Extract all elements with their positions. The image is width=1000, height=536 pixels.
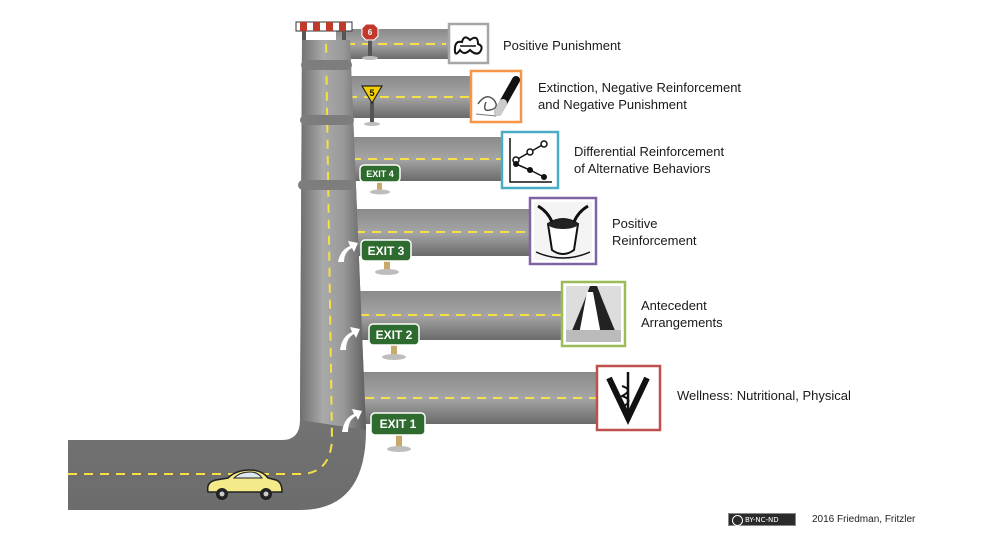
road-barrier [295, 21, 353, 40]
level-4-label: Differential Reinforcement of Alternativ… [574, 143, 724, 177]
label-line: Differential Reinforcement [574, 144, 725, 159]
level-5-label: Extinction, Negative Reinforcement and N… [538, 79, 741, 113]
label-line: Extinction, Negative Reinforcement [538, 80, 742, 95]
turn-arrows [338, 241, 362, 432]
label-line: Antecedent [641, 298, 707, 313]
stage-curtain-icon [560, 280, 627, 348]
label-line: of Alternative Behaviors [574, 161, 711, 176]
branch-roads [336, 29, 605, 424]
exit-label-1: EXIT 1 [380, 417, 417, 431]
branch-road-5 [338, 76, 474, 118]
label-line: Reinforcement [612, 233, 697, 248]
license-badge: BY-NC-ND [728, 513, 796, 526]
yield-sign-number: 5 [369, 88, 374, 98]
exit-sign-2: EXIT 2 [368, 323, 420, 360]
treat-bag-icon [528, 196, 598, 266]
yield-sign-5: 5 [360, 85, 384, 126]
label-line: Positive [612, 216, 658, 231]
label-line: and Negative Punishment [538, 97, 687, 112]
exit-sign-4: EXIT 4 [359, 164, 401, 195]
level-6-label: Positive Punishment [503, 37, 621, 54]
explosion-icon [447, 22, 490, 65]
turn-arrow-icon [342, 409, 362, 432]
level-1-label: Wellness: Nutritional, Physical [677, 387, 851, 404]
exit-sign-3: EXIT 3 [360, 239, 412, 275]
main-road [68, 39, 366, 510]
exit-label-3: EXIT 3 [368, 244, 405, 258]
turn-arrow-icon [338, 241, 358, 262]
label-line: Arrangements [641, 315, 723, 330]
level-3-label: Positive Reinforcement [612, 215, 697, 249]
credit-text: 2016 Friedman, Fritzler [812, 514, 916, 525]
label-line: Wellness: Nutritional, Physical [677, 388, 851, 403]
stop-sign-6: 6 [361, 23, 379, 60]
car-icon [206, 469, 283, 500]
line-chart-icon [500, 130, 560, 190]
label-line: Positive Punishment [503, 38, 621, 53]
stop-sign-number: 6 [368, 28, 373, 37]
veterinary-caduceus-icon [595, 364, 662, 432]
exit-label-4: EXIT 4 [366, 169, 394, 179]
exit-sign-1: EXIT 1 [370, 412, 426, 452]
turn-arrow-icon [340, 327, 360, 350]
level-2-label: Antecedent Arrangements [641, 297, 723, 331]
exit-label-2: EXIT 2 [376, 328, 413, 342]
eraser-scribble-icon [469, 69, 523, 124]
